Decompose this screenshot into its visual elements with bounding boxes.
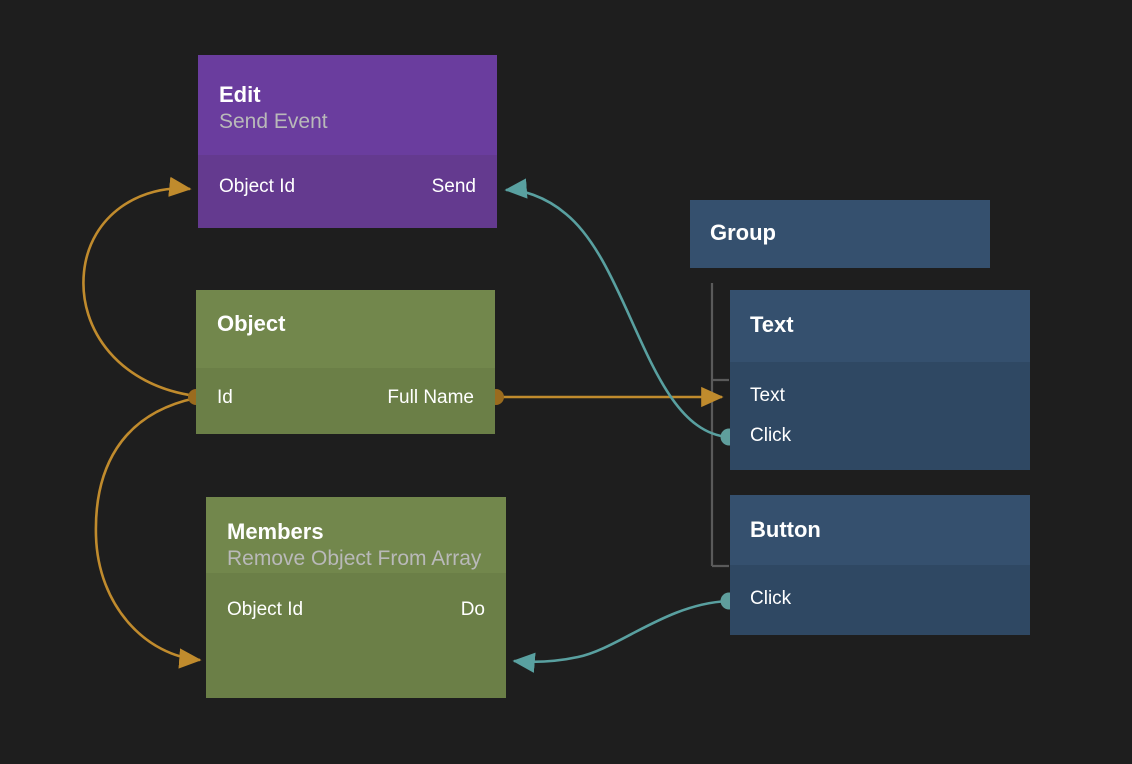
node-edit-subtitle: Send Event xyxy=(219,110,328,133)
node-object-title: Object xyxy=(217,311,286,336)
node-members-port-in-label[interactable]: Object Id xyxy=(227,599,304,620)
node-members-body[interactable]: Object Id Do xyxy=(206,573,506,698)
node-object[interactable]: Object Id Full Name xyxy=(196,290,495,434)
node-edit-body[interactable]: Object Id Send xyxy=(198,155,497,228)
node-text-port-click-label[interactable]: Click xyxy=(750,425,792,446)
node-edit-header[interactable]: Edit Send Event xyxy=(198,55,497,155)
node-object-port-out-label[interactable]: Full Name xyxy=(387,387,474,408)
node-button-port-click-row[interactable]: Click xyxy=(750,587,1010,611)
node-members-subtitle: Remove Object From Array xyxy=(227,547,482,570)
node-text-body[interactable]: Text Click xyxy=(730,362,1030,470)
node-group-title: Group xyxy=(710,220,776,245)
node-object-header[interactable]: Object xyxy=(196,290,495,368)
group-tree-line xyxy=(710,283,729,568)
node-edit-port-in-label[interactable]: Object Id xyxy=(219,176,296,197)
node-button[interactable]: Button Click xyxy=(730,495,1030,635)
node-text-title: Text xyxy=(750,312,794,337)
node-text[interactable]: Text Text Click xyxy=(730,290,1030,470)
wire-object-id-to-edit xyxy=(82,176,197,398)
node-members-header[interactable]: Members Remove Object From Array xyxy=(206,497,506,573)
node-edit-port-row[interactable]: Object Id Send xyxy=(219,175,476,199)
wire-object-id-to-members xyxy=(94,396,202,669)
node-object-port-row[interactable]: Id Full Name xyxy=(217,386,474,410)
node-members-title: Members xyxy=(227,519,324,544)
node-members[interactable]: Members Remove Object From Array Object … xyxy=(206,497,506,698)
node-button-header[interactable]: Button xyxy=(730,495,1030,565)
node-text-port-text-row[interactable]: Text xyxy=(750,384,1010,408)
node-edit[interactable]: Edit Send Event Object Id Send xyxy=(198,55,497,228)
wire-button-click-to-members-do xyxy=(512,599,729,673)
node-members-port-out-label[interactable]: Do xyxy=(460,599,485,620)
node-text-port-click-row[interactable]: Click xyxy=(750,424,1010,448)
node-object-body[interactable]: Id Full Name xyxy=(196,368,495,434)
node-text-header[interactable]: Text xyxy=(730,290,1030,362)
node-edit-title: Edit xyxy=(219,82,261,107)
node-group-header[interactable]: Group xyxy=(690,200,990,268)
node-button-port-click-label[interactable]: Click xyxy=(750,588,792,609)
node-button-body[interactable]: Click xyxy=(730,565,1030,635)
node-text-port-text-label[interactable]: Text xyxy=(750,385,785,406)
node-members-port-row[interactable]: Object Id Do xyxy=(227,598,485,622)
node-edit-port-out-label[interactable]: Send xyxy=(431,176,476,197)
node-object-port-in-label[interactable]: Id xyxy=(217,387,233,408)
node-group[interactable]: Group xyxy=(690,200,990,268)
node-button-title: Button xyxy=(750,517,821,542)
